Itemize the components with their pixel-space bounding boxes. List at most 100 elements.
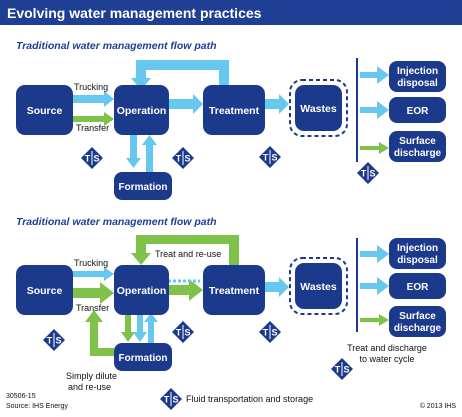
ts-badge-t: T bbox=[361, 169, 367, 179]
s2-eor-box bbox=[389, 273, 446, 299]
s2-injection-line1: Injection bbox=[397, 243, 438, 254]
s2-discharge-label-line2: to water cycle bbox=[359, 354, 414, 364]
s2-transfer-label: Transfer bbox=[76, 303, 109, 313]
header-bar bbox=[0, 0, 462, 25]
s2-surface-box bbox=[389, 306, 446, 337]
footer-source: Source: IHS Energy bbox=[6, 403, 68, 410]
s1-transfer-label: Transfer bbox=[76, 123, 109, 133]
ts-badge-t: T bbox=[176, 154, 182, 164]
s1-formation-label: Formation bbox=[119, 182, 168, 193]
s2-surface-line2: discharge bbox=[394, 323, 442, 334]
s1-loop-arrow bbox=[131, 60, 229, 91]
s1-source-label: Source bbox=[27, 105, 63, 117]
ts-badge-t: T bbox=[176, 328, 182, 338]
s1-source-box bbox=[16, 85, 73, 135]
s1-trucking-arrow bbox=[72, 91, 114, 107]
s2-transfer-arrow bbox=[72, 282, 114, 304]
ts-badge-t: T bbox=[164, 395, 170, 405]
s1-injection-box bbox=[389, 61, 446, 92]
s1-injection-line1: Injection bbox=[397, 66, 438, 77]
s1-treatment-label: Treatment bbox=[209, 105, 260, 117]
s1-treatment-box bbox=[203, 85, 265, 135]
s2-operation-to-treatment-arrow bbox=[168, 279, 203, 301]
s2-dilute-loop-arrow bbox=[85, 310, 114, 356]
s2-wastes-box bbox=[295, 263, 342, 309]
ts-badge-t: T bbox=[47, 336, 53, 346]
s2-injection-box bbox=[389, 238, 446, 269]
legend-text: Fluid transportation and storage bbox=[186, 394, 313, 404]
s1-injection-line2: disposal bbox=[397, 78, 438, 89]
s1-eor-label: EOR bbox=[407, 106, 429, 117]
s1-operation-label: Operation bbox=[117, 105, 167, 117]
s2-wastes-outline bbox=[289, 257, 348, 315]
s1-wastes-outline bbox=[289, 79, 348, 137]
ts-badge-s: S bbox=[343, 365, 349, 375]
s1-trucking-label: Trucking bbox=[74, 82, 108, 92]
s1-wastes-box bbox=[295, 85, 342, 131]
s2-trucking-label: Trucking bbox=[74, 258, 108, 268]
s2-down-green-arrow bbox=[121, 313, 135, 342]
footer-code: 30506-15 bbox=[6, 393, 36, 400]
s1-wastes-label: Wastes bbox=[300, 103, 337, 115]
s2-up-arrow bbox=[144, 313, 158, 347]
s2-eor-label: EOR bbox=[407, 282, 429, 293]
s1-formation-box bbox=[114, 172, 172, 200]
ts-badge-s: S bbox=[172, 395, 178, 405]
s2-treat-reuse-loop-arrow bbox=[131, 235, 239, 266]
s1-eor-box bbox=[389, 97, 446, 123]
s2-injection-arrow bbox=[360, 245, 389, 263]
s1-surface-line2: discharge bbox=[394, 148, 442, 159]
ts-badge-s: S bbox=[271, 153, 277, 163]
s2-dilute-label-line1: Simply dilute bbox=[66, 371, 117, 381]
s1-operation-box bbox=[114, 85, 169, 135]
s1-treatment-to-wastes-arrow bbox=[264, 94, 289, 114]
s2-operation-label: Operation bbox=[117, 285, 167, 297]
s1-injection-arrow bbox=[360, 66, 389, 84]
s2-wastes-label: Wastes bbox=[300, 281, 337, 293]
s1-up-arrow bbox=[142, 135, 157, 174]
ts-badge-s: S bbox=[55, 336, 61, 346]
s1-surface-line1: Surface bbox=[399, 136, 436, 147]
s1-transfer-arrow bbox=[72, 112, 114, 126]
s2-treat-reuse-label: Treat and re-use bbox=[155, 249, 221, 259]
s2-treatment-box bbox=[203, 265, 265, 315]
s2-treatment-label: Treatment bbox=[209, 285, 260, 297]
ts-badge-s: S bbox=[184, 154, 190, 164]
s2-dilute-label-line2: and re-use bbox=[68, 382, 111, 392]
s1-surface-box bbox=[389, 131, 446, 162]
s2-trucking-arrow bbox=[72, 267, 114, 281]
s1-operation-to-treatment-arrow bbox=[168, 94, 203, 114]
section2-title: Traditional water management flow path bbox=[16, 216, 217, 228]
s1-down-arrow bbox=[126, 135, 141, 168]
s2-eor-arrow bbox=[360, 277, 389, 295]
s2-discharge-label-line1: Treat and discharge bbox=[347, 343, 427, 353]
ts-badge-s: S bbox=[369, 169, 375, 179]
section1-title: Traditional water management flow path bbox=[16, 40, 217, 52]
s2-injection-line2: disposal bbox=[397, 255, 438, 266]
s2-source-box bbox=[16, 265, 73, 315]
s1-surface-arrow bbox=[360, 142, 389, 154]
ts-badge-s: S bbox=[271, 328, 277, 338]
footer-copyright: © 2013 IHS bbox=[420, 402, 457, 410]
ts-badge-t: T bbox=[335, 365, 341, 375]
section2-arrows bbox=[72, 235, 389, 356]
header-title: Evolving water management practices bbox=[7, 5, 262, 21]
s2-source-label: Source bbox=[27, 285, 63, 297]
s2-formation-label: Formation bbox=[119, 353, 168, 364]
s2-down-blue-arrow bbox=[133, 313, 147, 342]
ts-badge-s: S bbox=[93, 154, 99, 164]
s2-formation-box bbox=[114, 343, 172, 371]
s1-eor-arrow bbox=[360, 101, 389, 119]
s2-surface-arrow bbox=[360, 314, 389, 326]
ts-badge-s: S bbox=[184, 328, 190, 338]
